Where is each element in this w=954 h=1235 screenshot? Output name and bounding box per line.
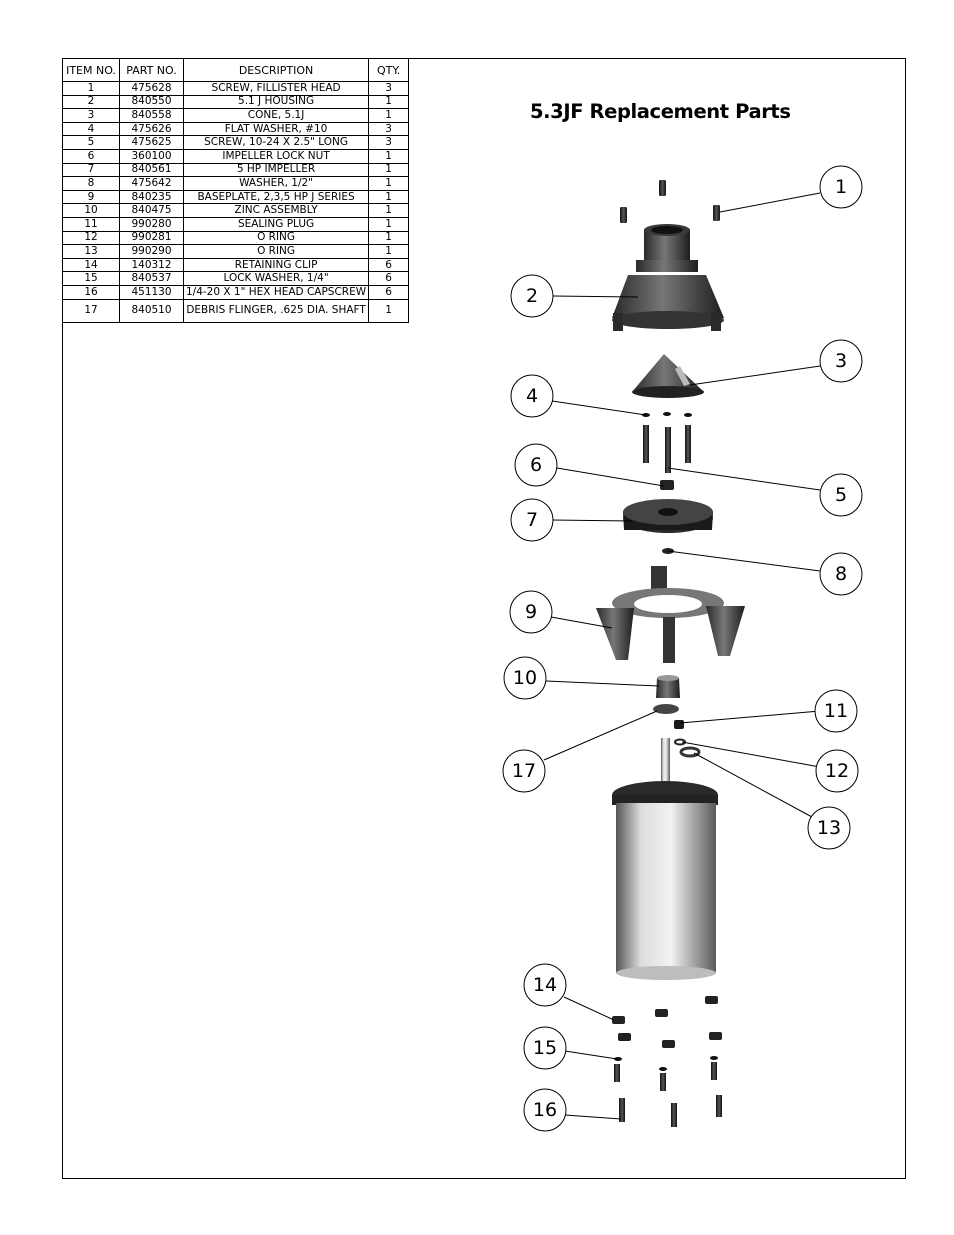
callout-label: 9 [525,601,537,623]
callout-8: 8 [819,552,863,596]
callout-label: 3 [835,350,847,372]
callout-9: 9 [509,590,553,634]
header-description: DESCRIPTION [182,58,370,82]
callout-17: 17 [502,749,546,793]
callout-15: 15 [523,1026,567,1070]
part-housing [612,224,724,331]
header-qty: QTY. [368,58,410,82]
callout-11: 11 [814,689,858,733]
part-capscrew [614,1062,722,1127]
callout-label: 6 [530,454,542,476]
callout-label: 12 [825,760,849,782]
callout-label: 1 [835,176,847,198]
cell-part-no: 840510 [119,298,184,323]
callout-4: 4 [510,374,554,418]
callout-label: 15 [533,1037,557,1059]
header-part-no: PART NO. [119,58,184,82]
callout-7: 7 [510,498,554,542]
part-cone [632,354,704,398]
callout-label: 13 [817,817,841,839]
cell-qty: 1 [368,189,410,205]
callout-label: 10 [513,667,537,689]
callout-10: 10 [503,656,547,700]
cell-description: DEBRIS FLINGER, .625 DIA. SHAFT [182,298,370,323]
callout-3: 3 [819,339,863,383]
callout-label: 17 [512,760,536,782]
callout-label: 14 [533,974,557,996]
cell-qty: 6 [368,271,410,286]
part-screw-fillister [620,180,720,223]
callout-label: 16 [533,1099,557,1121]
part-o-ring-small [674,738,686,746]
leader-lines [543,192,821,1120]
part-flat-washer [642,412,692,417]
part-motor [612,738,718,980]
part-zinc-assembly [656,675,680,698]
part-debris-flinger [653,704,679,714]
callout-2: 2 [510,274,554,318]
page-title: 5.3JF Replacement Parts [530,100,791,123]
header-item-no: ITEM NO. [62,58,120,82]
callout-13: 13 [807,806,851,850]
part-impeller [623,499,713,533]
callout-12: 12 [815,749,859,793]
callout-label: 5 [835,484,847,506]
part-o-ring-large [679,746,701,758]
table-header-row: ITEM NO. PART NO. DESCRIPTION QTY. [62,58,410,82]
cell-qty: 1 [368,230,410,246]
callout-label: 4 [526,385,538,407]
part-screw-long [643,425,691,473]
part-impeller-lock-nut [660,480,674,490]
cell-item-no: 17 [62,298,120,323]
page-frame [62,58,906,1179]
part-retaining-clip [612,996,722,1048]
callout-16: 16 [523,1088,567,1132]
callout-1: 1 [819,165,863,209]
callout-6: 6 [514,443,558,487]
callout-label: 11 [824,700,848,722]
callout-label: 7 [526,509,538,531]
part-sealing-plug [674,720,684,729]
cell-qty: 1 [368,298,410,323]
part-baseplate [596,566,745,663]
part-lock-washer [614,1056,718,1071]
callout-5: 5 [819,473,863,517]
callout-label: 8 [835,563,847,585]
callout-label: 2 [526,285,538,307]
callout-14: 14 [523,963,567,1007]
